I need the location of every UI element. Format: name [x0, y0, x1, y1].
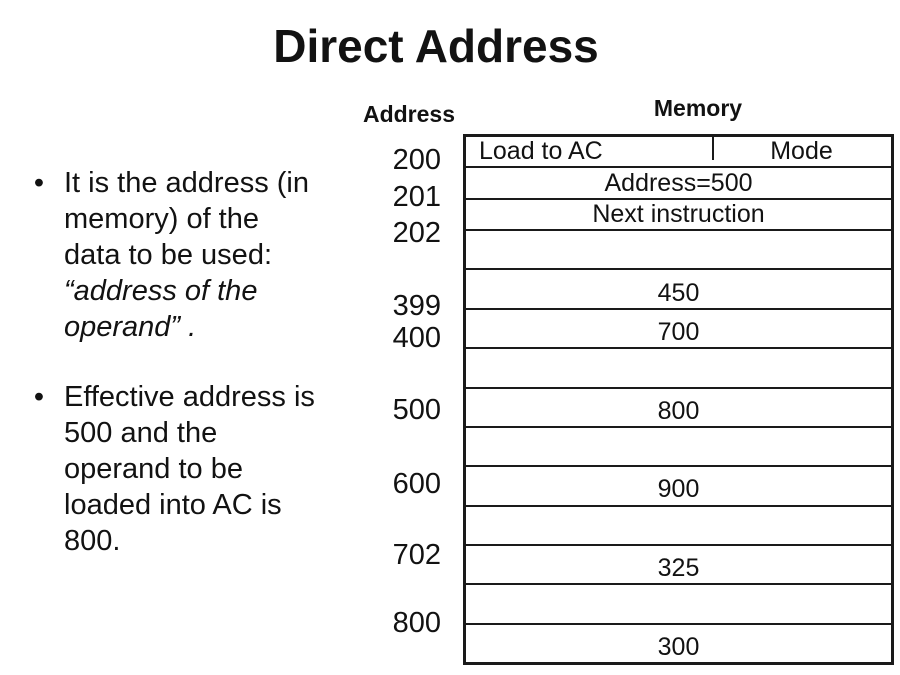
- cell-divider: [712, 137, 714, 161]
- bullet-line: operand to be: [64, 453, 243, 485]
- memory-row-empty: [466, 347, 891, 386]
- bullet-line: operand” .: [64, 311, 197, 343]
- bullet-icon: •: [33, 381, 45, 413]
- memory-row-next-instruction: Next instruction: [466, 197, 891, 229]
- memory-row-500: 800: [466, 386, 891, 426]
- memory-row-empty: [466, 504, 891, 544]
- bullet-line: loaded into AC is: [64, 489, 282, 521]
- address-label-600: 600: [392, 468, 441, 500]
- bullet-line: memory) of the: [64, 203, 259, 235]
- address-label-702: 702: [392, 539, 441, 571]
- address-label-200: 200: [392, 144, 441, 176]
- bullet-line: “address of the: [64, 275, 258, 307]
- memory-row-empty: [466, 583, 891, 622]
- bullet-icon: •: [33, 167, 45, 199]
- bullet-line: data to be used:: [64, 239, 272, 271]
- memory-row-empty: [466, 229, 891, 268]
- address-label-800: 800: [392, 607, 441, 639]
- memory-row-800: 300: [466, 622, 891, 662]
- address-label-399: 399: [392, 290, 441, 322]
- address-label-500: 500: [392, 394, 441, 426]
- memory-table: Load to AC Mode Address=500 Next instruc…: [463, 134, 894, 665]
- memory-row-399: 450: [466, 268, 891, 307]
- page-title: Direct Address: [273, 20, 599, 72]
- memory-row-address-operand: Address=500: [466, 166, 891, 197]
- bullet-line: 500 and the: [64, 417, 218, 449]
- bullet-line: 800.: [64, 525, 121, 557]
- address-column-header: Address: [362, 101, 456, 127]
- address-label-201: 201: [392, 181, 441, 213]
- memory-row-702: 325: [466, 543, 891, 583]
- bullet-line: It is the address (in: [64, 167, 309, 199]
- memory-row-400: 700: [466, 307, 891, 347]
- bullet-line: Effective address is: [64, 381, 315, 413]
- memory-row-instruction: Load to AC Mode: [466, 137, 891, 166]
- address-label-400: 400: [392, 322, 441, 354]
- memory-cell-opcode: Load to AC: [479, 137, 603, 166]
- memory-cell-mode: Mode: [770, 137, 833, 166]
- memory-row-600: 900: [466, 465, 891, 504]
- memory-column-header: Memory: [653, 95, 743, 121]
- address-label-202: 202: [392, 217, 441, 249]
- bullet-1: It is the address (in memory) of the dat…: [64, 165, 309, 345]
- bullet-2: Effective address is 500 and the operand…: [64, 379, 315, 559]
- memory-row-empty: [466, 425, 891, 465]
